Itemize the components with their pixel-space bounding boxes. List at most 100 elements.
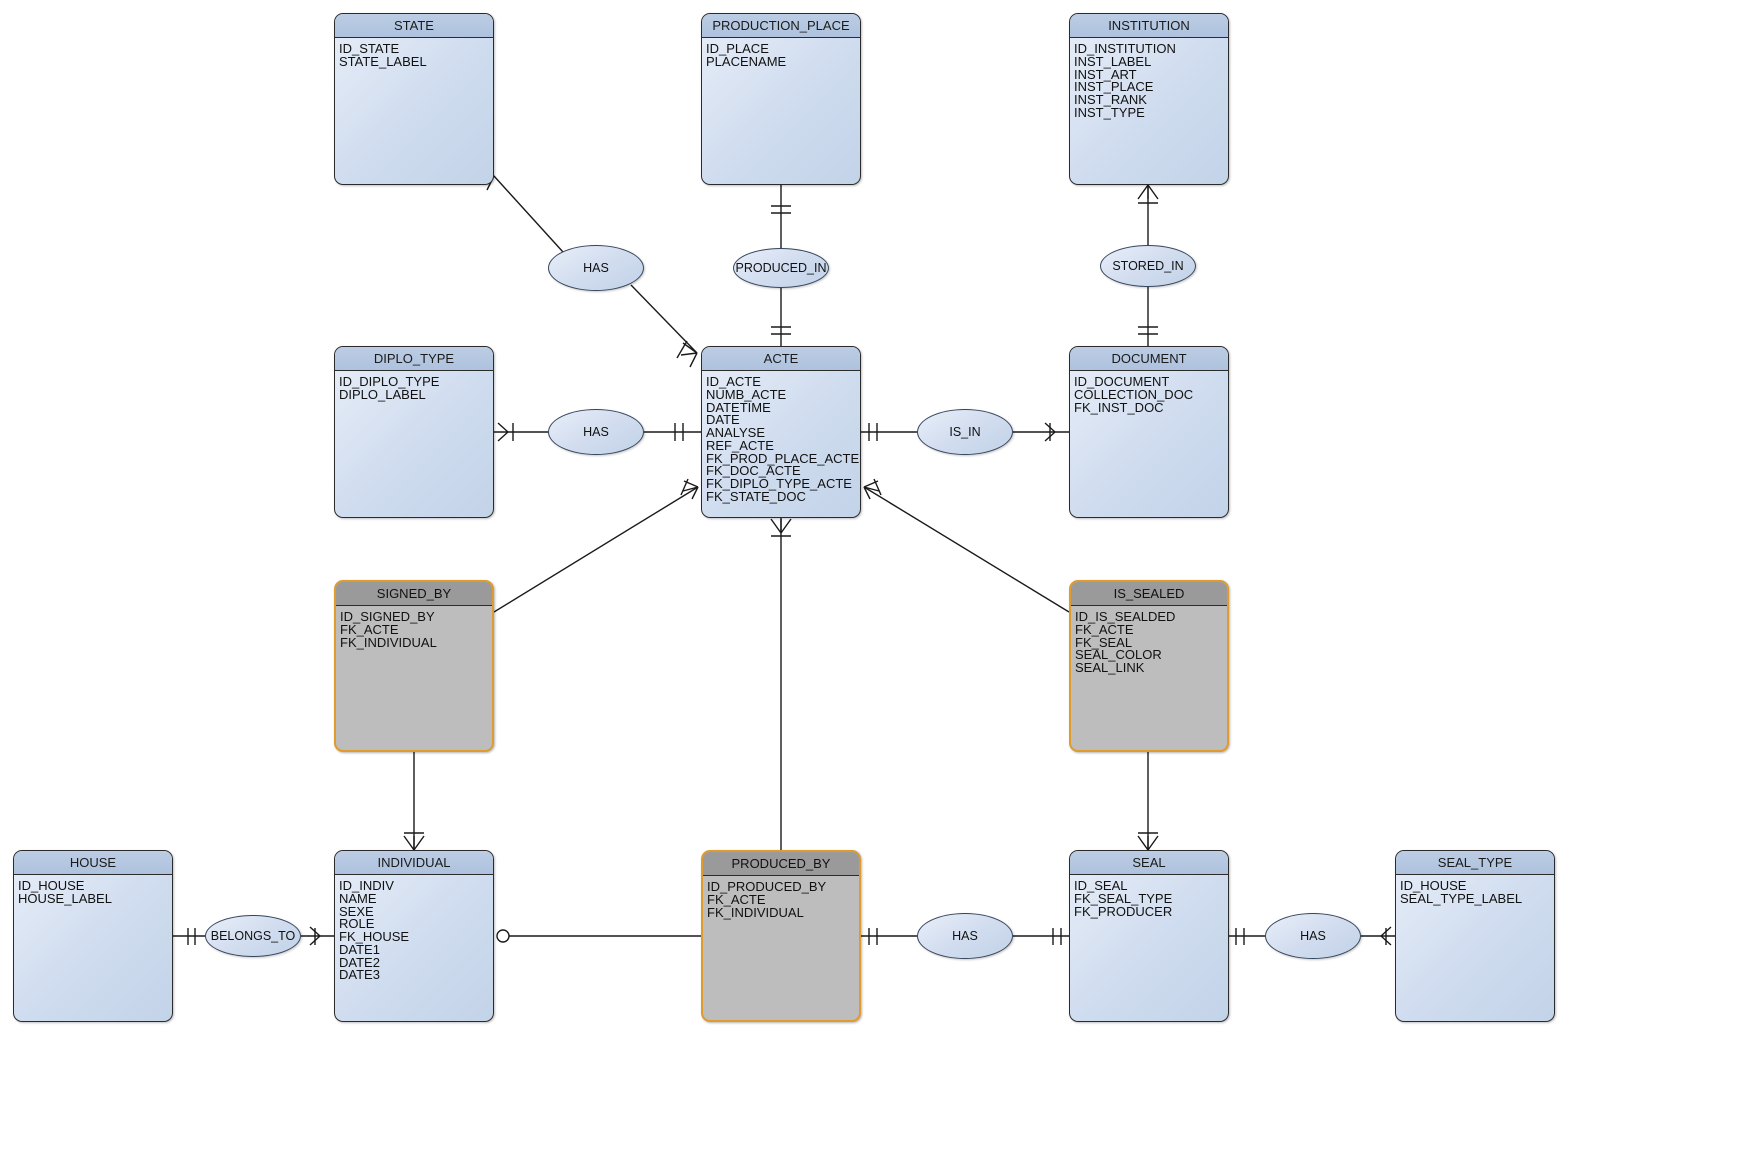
entity-title-document: DOCUMENT bbox=[1070, 347, 1228, 371]
relationship-rel_has_prod[interactable]: HAS bbox=[917, 913, 1013, 959]
entity-field: FK_ACTE bbox=[1075, 621, 1134, 637]
entity-title-institution: INSTITUTION bbox=[1070, 14, 1228, 38]
crowfoot-diplo bbox=[497, 422, 509, 442]
entity-title-house: HOUSE bbox=[14, 851, 172, 875]
crowfoot-individual-signed bbox=[403, 835, 425, 851]
crowfoot-acte-signed bbox=[682, 480, 699, 500]
entity-field: FK_ACTE bbox=[340, 621, 399, 637]
entity-field: FK_INST_DOC bbox=[1074, 399, 1164, 415]
entity-title-produced_by: PRODUCED_BY bbox=[703, 852, 859, 876]
entity-field: INST_TYPE bbox=[1074, 104, 1145, 120]
entity-field: ID_PRODUCED_BY bbox=[707, 879, 827, 894]
crowfoot-document-isin bbox=[1044, 422, 1056, 442]
link-acte-signedby bbox=[493, 486, 699, 613]
crowfoot-individual-house bbox=[309, 926, 321, 946]
relationship-rel_is_in[interactable]: IS_IN bbox=[917, 409, 1013, 455]
entity-field: INST_RANK bbox=[1074, 92, 1147, 108]
entity-field: FK_ACTE bbox=[707, 891, 766, 907]
entity-title-seal: SEAL bbox=[1070, 851, 1228, 875]
entity-field: SEAL_TYPE_LABEL bbox=[1400, 890, 1523, 906]
entity-field: DATE1 bbox=[339, 941, 380, 957]
entity-title-production_place: PRODUCTION_PLACE bbox=[702, 14, 860, 38]
relationship-rel_produced_in[interactable]: PRODUCED_IN bbox=[733, 248, 829, 288]
entity-title-diplo_type: DIPLO_TYPE bbox=[335, 347, 493, 371]
entity-field: FK_INDIVIDUAL bbox=[340, 634, 437, 650]
relationship-rel_belongs_to[interactable]: BELONGS_TO bbox=[205, 915, 301, 957]
entity-field: ID_SEAL bbox=[1074, 878, 1128, 893]
entity-field: ID_DOCUMENT bbox=[1074, 374, 1170, 389]
entity-field: COLLECTION_DOC bbox=[1074, 386, 1194, 402]
entity-field: ID_INDIV bbox=[339, 878, 394, 893]
entity-field: STATE_LABEL bbox=[339, 53, 427, 69]
entity-field: REF_ACTE bbox=[706, 437, 774, 453]
entity-field: ID_IS_SEALDED bbox=[1075, 609, 1176, 624]
crowfoot-acte-sealed bbox=[863, 480, 880, 500]
entity-field: ID_PLACE bbox=[706, 41, 769, 56]
entity-field: FK_PRODUCER bbox=[1074, 903, 1173, 919]
entity-field: ROLE bbox=[339, 916, 375, 932]
relationship-rel_has_seal[interactable]: HAS bbox=[1265, 913, 1361, 959]
entity-title-acte: ACTE bbox=[702, 347, 860, 371]
entity-field: FK_INDIVIDUAL bbox=[707, 904, 804, 920]
crowfoot-sealtype bbox=[1380, 926, 1392, 946]
tick-acte-sealed bbox=[873, 478, 882, 496]
entity-field: ID_HOUSE bbox=[1400, 878, 1467, 893]
entity-field: ID_ACTE bbox=[706, 374, 761, 389]
link-has-acte bbox=[630, 284, 698, 354]
entity-field: INST_ART bbox=[1074, 66, 1137, 82]
entity-field: ID_HOUSE bbox=[18, 878, 85, 893]
entity-field: ID_INSTITUTION bbox=[1074, 41, 1176, 56]
entity-field: FK_DIPLO_TYPE_ACTE bbox=[706, 476, 852, 492]
entity-field: SEAL_COLOR bbox=[1075, 647, 1162, 663]
entity-field: DATETIME bbox=[706, 399, 771, 415]
entity-field: DATE bbox=[706, 412, 740, 428]
entity-field: FK_HOUSE bbox=[339, 929, 410, 945]
entity-field: FK_SEAL bbox=[1075, 634, 1133, 650]
entity-field: NUMB_ACTE bbox=[706, 386, 787, 402]
entity-title-is_sealed: IS_SEALED bbox=[1071, 582, 1227, 606]
crowfoot-seal-sealed bbox=[1137, 835, 1159, 851]
entity-title-signed_by: SIGNED_BY bbox=[336, 582, 492, 606]
entity-title-state: STATE bbox=[335, 14, 493, 38]
entity-title-seal_type: SEAL_TYPE bbox=[1396, 851, 1554, 875]
tick-acte-signed bbox=[680, 478, 689, 496]
relationship-rel_stored_in[interactable]: STORED_IN bbox=[1100, 245, 1196, 287]
entity-field: NAME bbox=[339, 890, 377, 906]
entity-field: SEXE bbox=[339, 903, 374, 919]
relationship-rel_has_state[interactable]: HAS bbox=[548, 245, 644, 291]
zero-marker-individual bbox=[496, 929, 510, 943]
entity-field: DATE2 bbox=[339, 954, 380, 970]
relationship-rel_has_diplo[interactable]: HAS bbox=[548, 409, 644, 455]
entity-field: FK_SEAL_TYPE bbox=[1074, 890, 1173, 906]
crowfoot-acte-state bbox=[680, 342, 698, 368]
entity-field: ANALYSE bbox=[706, 425, 766, 441]
entity-field: HOUSE_LABEL bbox=[18, 890, 112, 906]
entity-field: DIPLO_LABEL bbox=[339, 386, 426, 402]
entity-field: SEAL_LINK bbox=[1075, 660, 1145, 676]
entity-title-individual: INDIVIDUAL bbox=[335, 851, 493, 875]
entity-field: INST_LABEL bbox=[1074, 53, 1152, 69]
